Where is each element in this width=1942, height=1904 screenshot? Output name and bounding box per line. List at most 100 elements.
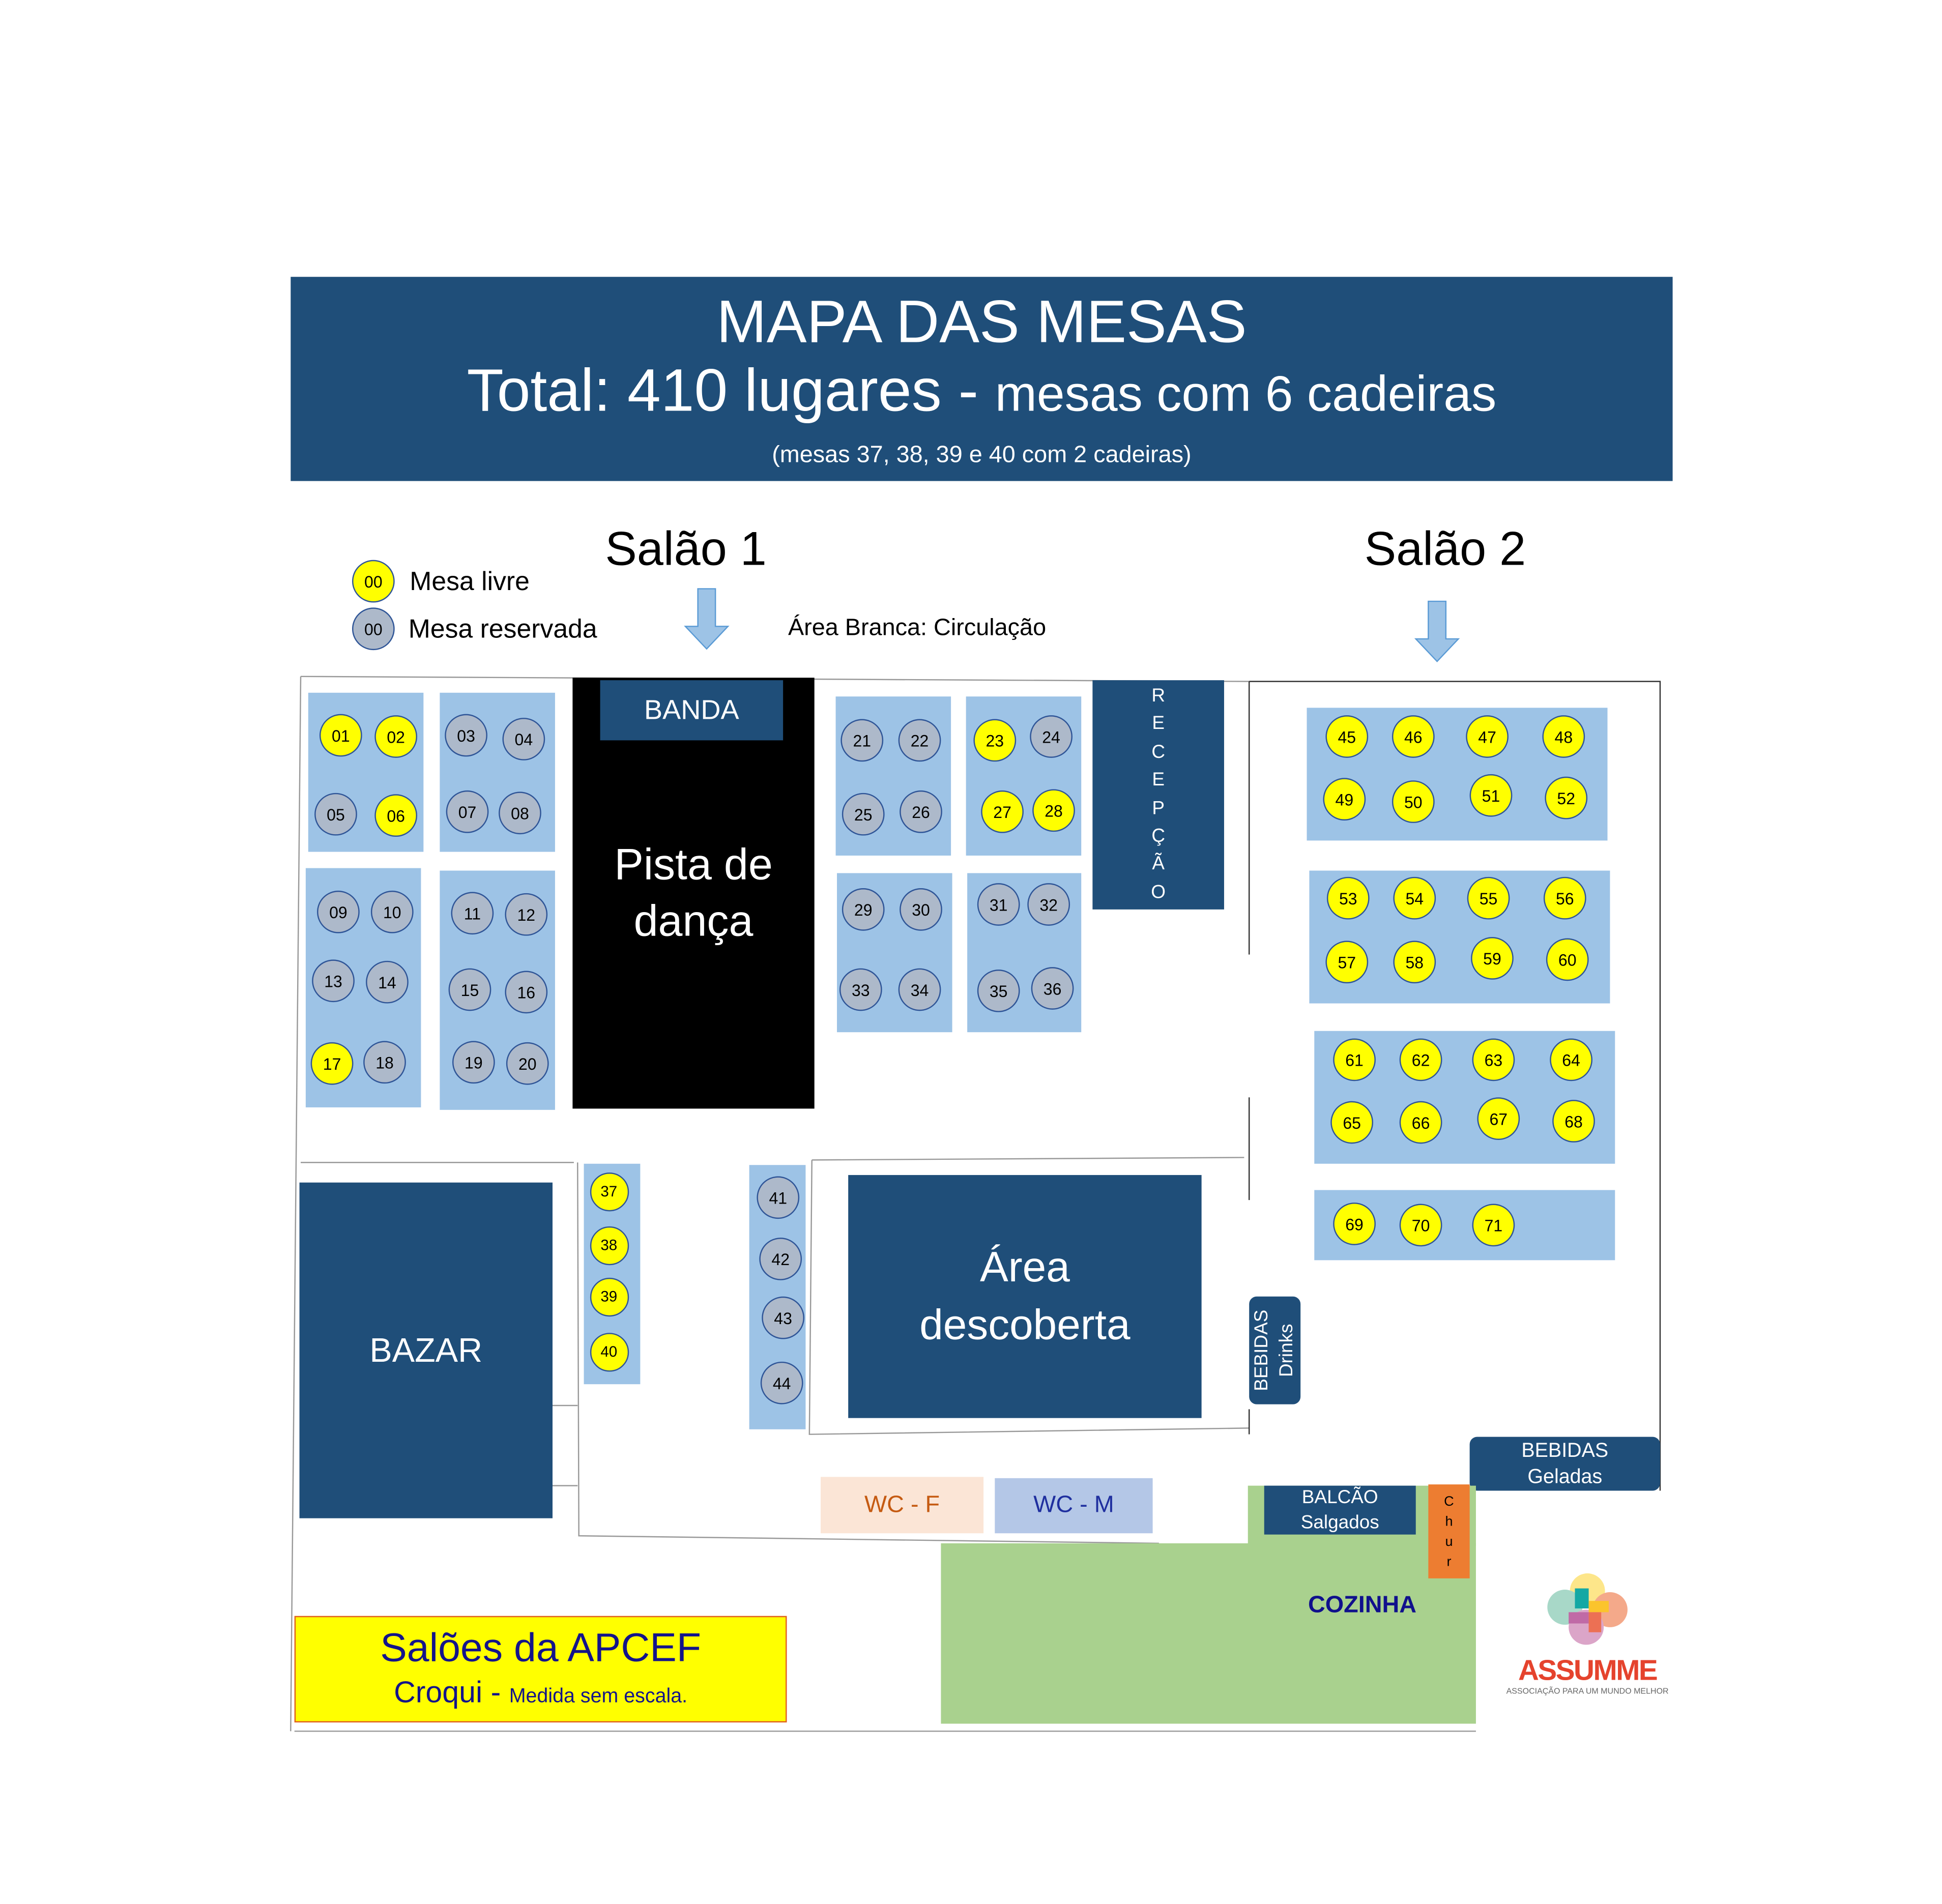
table-34[interactable]: 34 xyxy=(898,968,941,1011)
reception-letter: E xyxy=(1152,769,1165,791)
table-40[interactable]: 40 xyxy=(589,1332,628,1371)
table-64[interactable]: 64 xyxy=(1550,1038,1592,1081)
table-56[interactable]: 56 xyxy=(1543,876,1586,920)
table-27[interactable]: 27 xyxy=(981,790,1024,833)
snack-counter-label-1: BALCÃO xyxy=(1301,1486,1378,1508)
header-banner: MAPA DAS MESAS Total: 410 lugares - mesa… xyxy=(291,277,1673,481)
restroom-male: WC - M xyxy=(995,1478,1153,1534)
table-13[interactable]: 13 xyxy=(312,959,355,1003)
table-07[interactable]: 07 xyxy=(446,790,489,833)
table-71[interactable]: 71 xyxy=(1472,1204,1515,1247)
table-41[interactable]: 41 xyxy=(757,1176,800,1219)
table-01[interactable]: 01 xyxy=(319,714,362,757)
arrow-down-icon xyxy=(684,588,730,650)
table-35[interactable]: 35 xyxy=(977,970,1020,1012)
table-45[interactable]: 45 xyxy=(1325,715,1369,758)
reception-letter: R xyxy=(1151,685,1166,707)
table-31[interactable]: 31 xyxy=(977,883,1020,926)
table-16[interactable]: 16 xyxy=(505,971,548,1014)
table-08[interactable]: 08 xyxy=(499,792,541,835)
dance-floor-label-2: dança xyxy=(633,897,753,946)
reception-letter: Ã xyxy=(1152,853,1165,875)
table-11[interactable]: 11 xyxy=(451,892,494,935)
table-38[interactable]: 38 xyxy=(589,1225,628,1265)
table-10[interactable]: 10 xyxy=(370,890,414,933)
table-60[interactable]: 60 xyxy=(1546,938,1589,981)
table-03[interactable]: 03 xyxy=(445,714,487,757)
table-22[interactable]: 22 xyxy=(898,719,941,762)
cold-drinks-bar: BEBIDAS Geladas xyxy=(1469,1437,1660,1491)
table-58[interactable]: 58 xyxy=(1393,941,1436,984)
table-32[interactable]: 32 xyxy=(1027,883,1070,926)
table-63[interactable]: 63 xyxy=(1472,1038,1515,1081)
table-36[interactable]: 36 xyxy=(1031,967,1074,1010)
table-15[interactable]: 15 xyxy=(448,968,491,1011)
table-25[interactable]: 25 xyxy=(842,793,885,836)
snack-counter: BALCÃO Salgados xyxy=(1264,1485,1416,1535)
table-17[interactable]: 17 xyxy=(310,1042,354,1085)
table-42[interactable]: 42 xyxy=(759,1238,802,1280)
reception-letter: O xyxy=(1151,881,1166,903)
restroom-female: WC - F xyxy=(821,1477,984,1534)
table-53[interactable]: 53 xyxy=(1326,876,1370,920)
dance-floor-label-1: Pista de xyxy=(614,840,773,890)
table-68[interactable]: 68 xyxy=(1552,1100,1595,1143)
table-44[interactable]: 44 xyxy=(760,1361,803,1404)
bazaar: BAZAR xyxy=(299,1182,553,1518)
table-26[interactable]: 26 xyxy=(900,790,942,833)
table-29[interactable]: 29 xyxy=(842,888,885,931)
table-18[interactable]: 18 xyxy=(363,1041,406,1084)
assumme-logo: ASSUMME ASSOCIAÇÃO PARA UM MUNDO MELHOR xyxy=(1498,1571,1676,1703)
drinks-label-1: BEBIDAS xyxy=(1251,1309,1272,1391)
table-09[interactable]: 09 xyxy=(317,890,360,933)
cold-drinks-label-2: Geladas xyxy=(1527,1466,1603,1488)
table-24[interactable]: 24 xyxy=(1030,715,1073,758)
table-46[interactable]: 46 xyxy=(1392,715,1435,758)
table-21[interactable]: 21 xyxy=(840,719,884,762)
table-57[interactable]: 57 xyxy=(1325,941,1369,984)
barbecue-letter: u xyxy=(1445,1534,1453,1549)
table-55[interactable]: 55 xyxy=(1467,876,1510,920)
table-51[interactable]: 51 xyxy=(1469,774,1513,817)
total-seats: Total: 410 lugares - xyxy=(467,358,995,425)
table-33[interactable]: 33 xyxy=(839,968,882,1011)
table-49[interactable]: 49 xyxy=(1323,778,1366,821)
table-61[interactable]: 61 xyxy=(1333,1038,1376,1081)
table-12[interactable]: 12 xyxy=(505,893,548,936)
table-70[interactable]: 70 xyxy=(1399,1204,1442,1247)
barbecue-letter: C xyxy=(1444,1493,1454,1509)
table-69[interactable]: 69 xyxy=(1333,1203,1376,1245)
table-23[interactable]: 23 xyxy=(973,719,1017,762)
hall-1-title: Salão 1 xyxy=(605,523,767,576)
table-65[interactable]: 65 xyxy=(1330,1101,1374,1144)
table-06[interactable]: 06 xyxy=(374,794,418,837)
table-20[interactable]: 20 xyxy=(506,1042,549,1085)
table-52[interactable]: 52 xyxy=(1545,776,1588,819)
table-37[interactable]: 37 xyxy=(589,1171,628,1211)
table-59[interactable]: 59 xyxy=(1471,937,1514,980)
table-30[interactable]: 30 xyxy=(900,888,942,931)
table-04[interactable]: 04 xyxy=(502,718,545,760)
table-39[interactable]: 39 xyxy=(589,1277,628,1316)
table-19[interactable]: 19 xyxy=(452,1041,495,1084)
table-05[interactable]: 05 xyxy=(314,793,357,836)
table-28[interactable]: 28 xyxy=(1032,789,1075,832)
barbecue-letter: h xyxy=(1445,1514,1453,1529)
drinks-bar: BEBIDAS Drinks xyxy=(1249,1296,1301,1404)
table-47[interactable]: 47 xyxy=(1466,715,1509,758)
table-50[interactable]: 50 xyxy=(1392,780,1435,823)
table-02[interactable]: 02 xyxy=(374,715,418,758)
logo-name: ASSUMME xyxy=(1518,1653,1658,1686)
table-14[interactable]: 14 xyxy=(366,960,409,1004)
table-54[interactable]: 54 xyxy=(1393,876,1436,920)
reception-letter: E xyxy=(1152,713,1165,735)
table-67[interactable]: 67 xyxy=(1477,1097,1520,1140)
table-48[interactable]: 48 xyxy=(1542,715,1585,758)
reception-letter: C xyxy=(1151,741,1166,763)
table-66[interactable]: 66 xyxy=(1399,1101,1442,1144)
table-62[interactable]: 62 xyxy=(1399,1038,1442,1081)
reception-letter: Ç xyxy=(1151,825,1166,847)
table-43[interactable]: 43 xyxy=(762,1296,804,1339)
barbecue-station: C h u r xyxy=(1428,1484,1470,1578)
